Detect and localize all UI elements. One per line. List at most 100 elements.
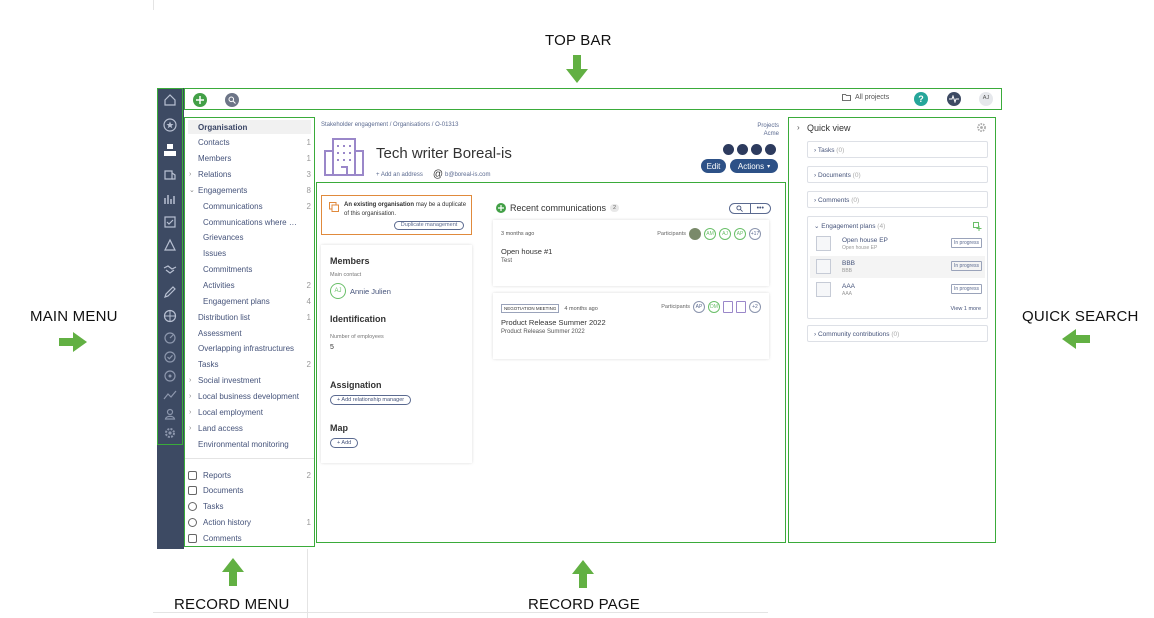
add-communication-button[interactable]: [496, 203, 506, 213]
more-participants[interactable]: +17: [749, 228, 761, 240]
avatar[interactable]: AP: [734, 228, 746, 240]
user-icon[interactable]: [163, 407, 177, 421]
record-menu-item[interactable]: ›Local employment: [188, 405, 311, 419]
chevron-right-icon[interactable]: ›: [797, 123, 800, 132]
check-circle-icon[interactable]: [163, 350, 177, 364]
record-page: Stakeholder engagement / Organisations /…: [316, 117, 786, 547]
pen-icon[interactable]: [163, 285, 177, 299]
user-avatar[interactable]: AJ: [979, 92, 993, 106]
location-icon[interactable]: [163, 369, 177, 383]
avatar[interactable]: AP: [693, 301, 705, 313]
record-menu-item[interactable]: Issues: [188, 247, 311, 261]
actions-button[interactable]: Actions ▾: [730, 159, 778, 173]
projects-value[interactable]: Acme: [763, 131, 779, 137]
record-menu-bottom-item[interactable]: Documents: [188, 484, 311, 498]
activity-button[interactable]: [947, 92, 961, 106]
chevron-right-icon[interactable]: ›: [189, 171, 192, 179]
record-menu-item[interactable]: Grievances: [188, 231, 311, 245]
breadcrumb[interactable]: Stakeholder engagement / Organisations /…: [321, 122, 459, 128]
avatar[interactable]: DM: [708, 301, 720, 313]
trend-icon[interactable]: [163, 388, 177, 402]
add-map-button[interactable]: + Add: [330, 438, 359, 448]
avatar[interactable]: AJ: [719, 228, 731, 240]
record-menu-item[interactable]: Commitments: [188, 263, 311, 277]
community-contributions-section[interactable]: › Community contributions (0): [807, 325, 988, 342]
organisation-icon[interactable]: [723, 301, 733, 313]
search-button[interactable]: [225, 93, 239, 107]
record-menu-item[interactable]: Assessment: [188, 326, 311, 340]
globe-icon[interactable]: [163, 309, 177, 323]
record-menu-bottom-item[interactable]: Comments: [188, 532, 311, 546]
chevron-down-icon[interactable]: ⌄: [189, 187, 195, 195]
gear-icon[interactable]: [765, 144, 776, 155]
search-communications-button[interactable]: [730, 204, 751, 213]
share-icon[interactable]: [751, 144, 762, 155]
star-icon[interactable]: [723, 144, 734, 155]
record-menu-item[interactable]: ›Social investment: [188, 374, 311, 388]
record-menu-bottom-item[interactable]: Tasks: [188, 500, 311, 514]
more-options-button[interactable]: •••: [751, 204, 771, 213]
gear-icon[interactable]: [163, 426, 177, 440]
add-address-link[interactable]: + Add an address: [376, 171, 423, 178]
communication-name[interactable]: Open house #1: [501, 247, 553, 256]
pulse-icon: [949, 95, 959, 103]
gear-icon[interactable]: [976, 122, 987, 133]
record-menu-item[interactable]: ›Local business development: [188, 389, 311, 403]
edit-button[interactable]: Edit: [701, 159, 726, 173]
main-contact[interactable]: AJ Annie Julien: [330, 283, 391, 299]
add-button[interactable]: [193, 93, 207, 107]
dashboard-icon[interactable]: [163, 331, 177, 345]
handshake-icon[interactable]: [163, 262, 177, 276]
avatar[interactable]: [689, 228, 701, 240]
stakeholders-icon[interactable]: [163, 143, 177, 157]
organisation-icon[interactable]: [736, 301, 746, 313]
record-menu-item[interactable]: ›Land access: [188, 421, 311, 435]
help-button[interactable]: ?: [914, 92, 928, 106]
record-menu-item[interactable]: Communications where men...: [188, 215, 311, 229]
more-participants[interactable]: +2: [749, 301, 761, 313]
chevron-right-icon[interactable]: ›: [189, 408, 192, 416]
chevron-right-icon[interactable]: ›: [189, 377, 192, 385]
record-menu-item[interactable]: Organisation: [188, 120, 311, 134]
check-list-icon[interactable]: [163, 215, 177, 229]
building-icon[interactable]: [163, 238, 177, 252]
email-link[interactable]: @ b@boreal-is.com: [433, 169, 491, 180]
add-engagement-plan-icon[interactable]: [973, 222, 982, 231]
globe-icon[interactable]: [737, 144, 748, 155]
add-relationship-manager-button[interactable]: + Add relationship manager: [330, 395, 412, 405]
quick-view-section[interactable]: › Comments (0): [807, 191, 988, 208]
chevron-right-icon[interactable]: ›: [189, 424, 192, 432]
star-icon[interactable]: [163, 118, 177, 132]
duplicate-management-button[interactable]: Duplicate management: [394, 221, 464, 230]
avatar[interactable]: AM: [704, 228, 716, 240]
chart-icon[interactable]: [163, 192, 177, 206]
quick-view-section[interactable]: › Tasks (0): [807, 141, 988, 158]
record-menu-item[interactable]: Environmental monitoring: [188, 437, 311, 451]
quick-view-panel: › Quick view › Tasks (0)› Documents (0)›…: [790, 117, 995, 543]
view-more-link[interactable]: View 1 more: [950, 306, 981, 312]
all-projects-selector[interactable]: All projects: [842, 94, 889, 101]
map-pin-icon[interactable]: [163, 168, 177, 182]
quick-view-section[interactable]: › Documents (0): [807, 166, 988, 183]
home-icon[interactable]: [163, 93, 177, 107]
record-menu-item[interactable]: Overlapping infrastructures: [188, 342, 311, 356]
communication-name[interactable]: Product Release Summer 2022: [501, 318, 606, 327]
chevron-right-icon[interactable]: ›: [189, 392, 192, 400]
engagement-plans-header[interactable]: ⌄ Engagement plans (4): [814, 222, 885, 230]
